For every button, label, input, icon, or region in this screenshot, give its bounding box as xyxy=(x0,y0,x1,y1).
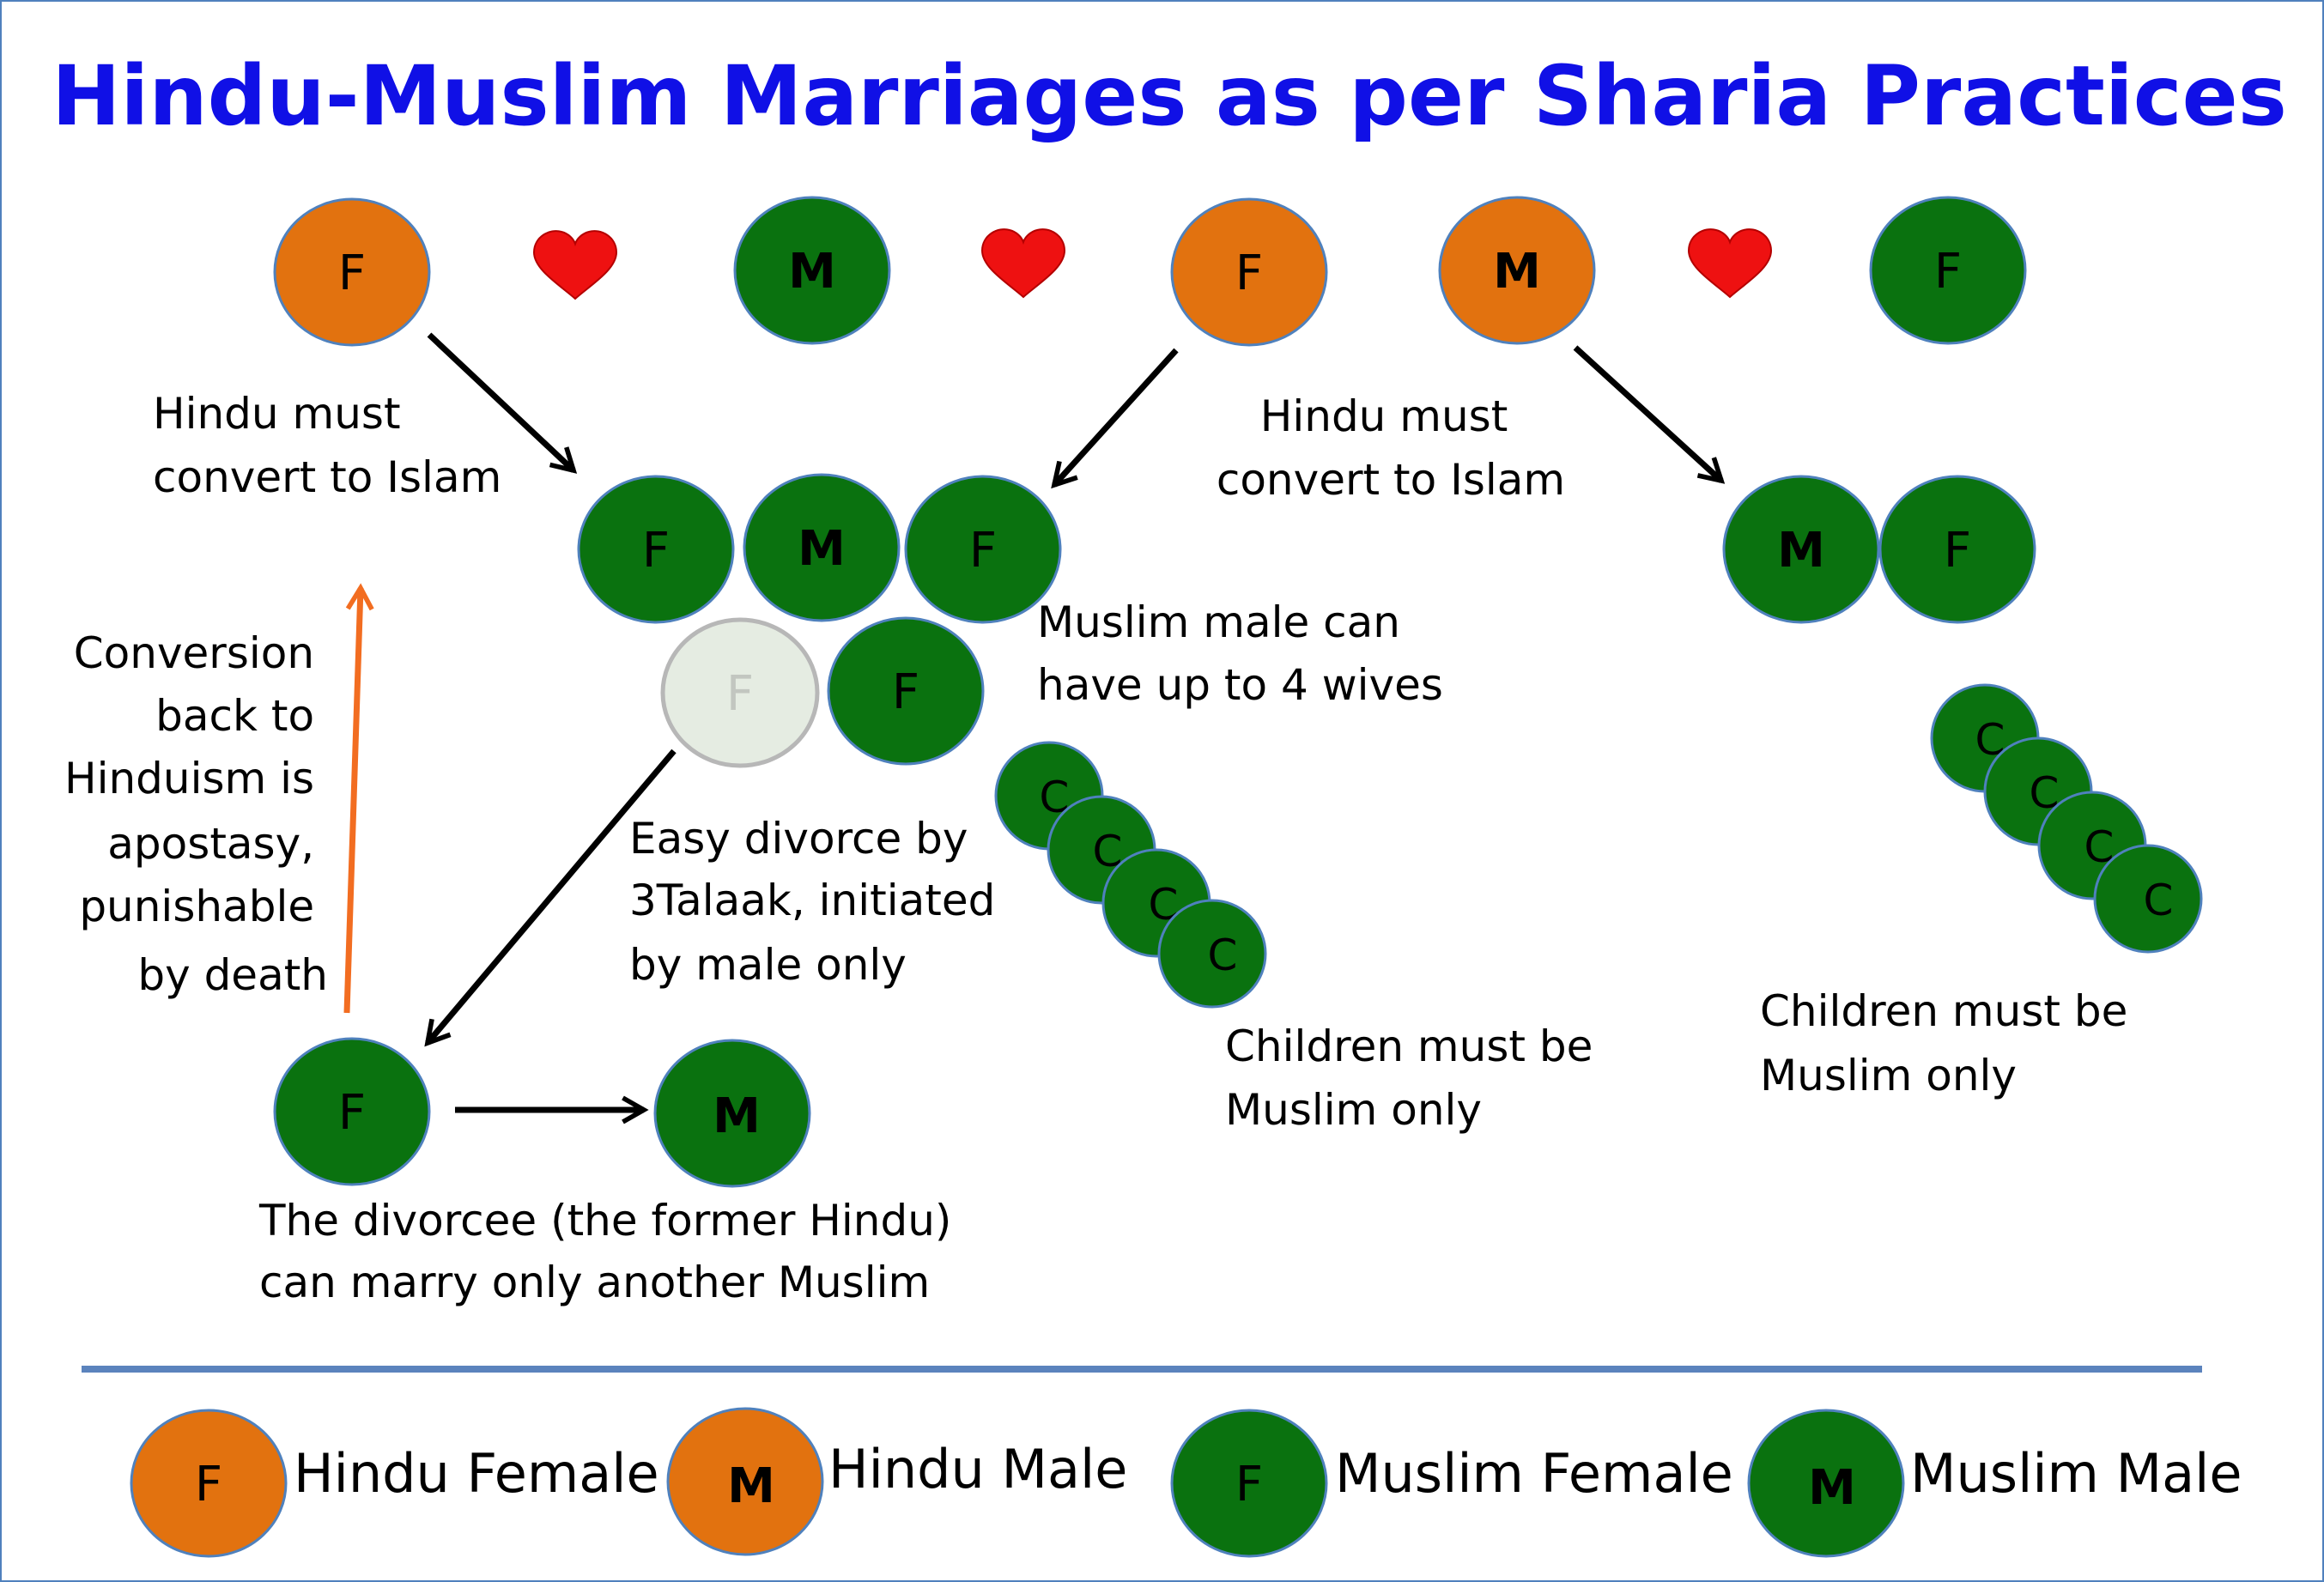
svg-text:C: C xyxy=(2144,876,2174,925)
svg-text:M: M xyxy=(1493,244,1541,300)
svg-text:F: F xyxy=(1235,245,1263,301)
right-wife-node: F xyxy=(1878,475,2036,624)
legend-item-hindu-female: F Hindu Female xyxy=(130,1409,659,1558)
svg-text:F: F xyxy=(338,1085,366,1141)
svg-text:M: M xyxy=(798,521,846,577)
arrow-convert-right xyxy=(1573,345,1726,484)
top-hindu-female-2-node: F xyxy=(1170,197,1328,347)
legend: F Hindu Female M Hindu Male F Muslim Fem… xyxy=(130,1407,2242,1558)
children-right-group: C C C C xyxy=(1930,683,2203,954)
center-husband-node: M xyxy=(743,473,901,622)
arrow-convert-left xyxy=(427,332,578,474)
legend-item-hindu-male: M Hindu Male xyxy=(666,1407,1127,1556)
svg-text:F: F xyxy=(969,523,997,579)
top-hindu-male-node: M xyxy=(1438,196,1596,345)
right-husband-node: M xyxy=(1722,475,1880,624)
divorcee-text: The divorcee (the former Hindu) can marr… xyxy=(258,1196,965,1307)
svg-text:F: F xyxy=(1944,523,1971,579)
svg-text:F: F xyxy=(1235,1457,1263,1512)
legend-label: Hindu Male xyxy=(828,1438,1127,1500)
children-right-text: Children must be Muslim only xyxy=(1760,986,2141,1100)
children-left-text: Children must be Muslim only xyxy=(1225,1021,1606,1135)
divorce-text: Easy divorce by 3Talaak, initiated by ma… xyxy=(629,814,1009,990)
center-wife-4-node: F xyxy=(827,616,985,766)
svg-text:F: F xyxy=(892,664,919,720)
svg-text:M: M xyxy=(1808,1460,1856,1516)
top-hindu-female-node: F xyxy=(273,197,431,347)
legend-label: Hindu Female xyxy=(294,1442,659,1505)
arrow-divorce xyxy=(424,749,677,1047)
top-muslim-female-node: F xyxy=(1869,196,2027,345)
child-node: C xyxy=(2093,844,2203,954)
center-divorced-wife-node: F xyxy=(660,617,820,768)
child-node: C xyxy=(1157,899,1267,1009)
center-wife-2-node: F xyxy=(904,475,1062,624)
convert-left-text: Hindu must convert to Islam xyxy=(153,389,501,502)
arrow-apostasy xyxy=(343,583,374,1014)
four-wives-text: Muslim male can have up to 4 wives xyxy=(1037,597,1443,710)
legend-label: Muslim Female xyxy=(1335,1442,1733,1505)
svg-text:F: F xyxy=(338,245,366,301)
legend-item-muslim-male: M Muslim Male xyxy=(1747,1409,2242,1558)
page-title: Hindu-Muslim Marriages as per Sharia Pra… xyxy=(52,48,2287,144)
heart-icon xyxy=(980,228,1066,299)
svg-text:M: M xyxy=(788,244,836,300)
legend-item-muslim-female: F Muslim Female xyxy=(1170,1409,1733,1558)
divorcee-node: F xyxy=(273,1037,431,1186)
svg-text:F: F xyxy=(726,666,754,722)
svg-text:M: M xyxy=(1777,523,1825,579)
svg-text:M: M xyxy=(727,1458,775,1514)
legend-label: Muslim Male xyxy=(1910,1442,2242,1505)
svg-text:C: C xyxy=(1208,930,1238,980)
heart-icon xyxy=(532,230,618,300)
convert-right-text: Hindu must convert to Islam xyxy=(1217,391,1565,505)
arrow-convert-center xyxy=(1051,348,1179,489)
svg-text:F: F xyxy=(195,1457,222,1512)
top-muslim-male-node: M xyxy=(733,196,891,345)
heart-icon xyxy=(1687,228,1773,299)
center-wife-1-node: F xyxy=(577,475,735,624)
svg-text:F: F xyxy=(1934,244,1962,300)
apostasy-text: Conversion back to Hinduism is apostasy,… xyxy=(64,628,328,1000)
svg-text:F: F xyxy=(642,523,670,579)
children-left-group: C C C C xyxy=(994,741,1267,1009)
new-husband-node: M xyxy=(653,1039,811,1188)
svg-text:M: M xyxy=(713,1088,761,1144)
